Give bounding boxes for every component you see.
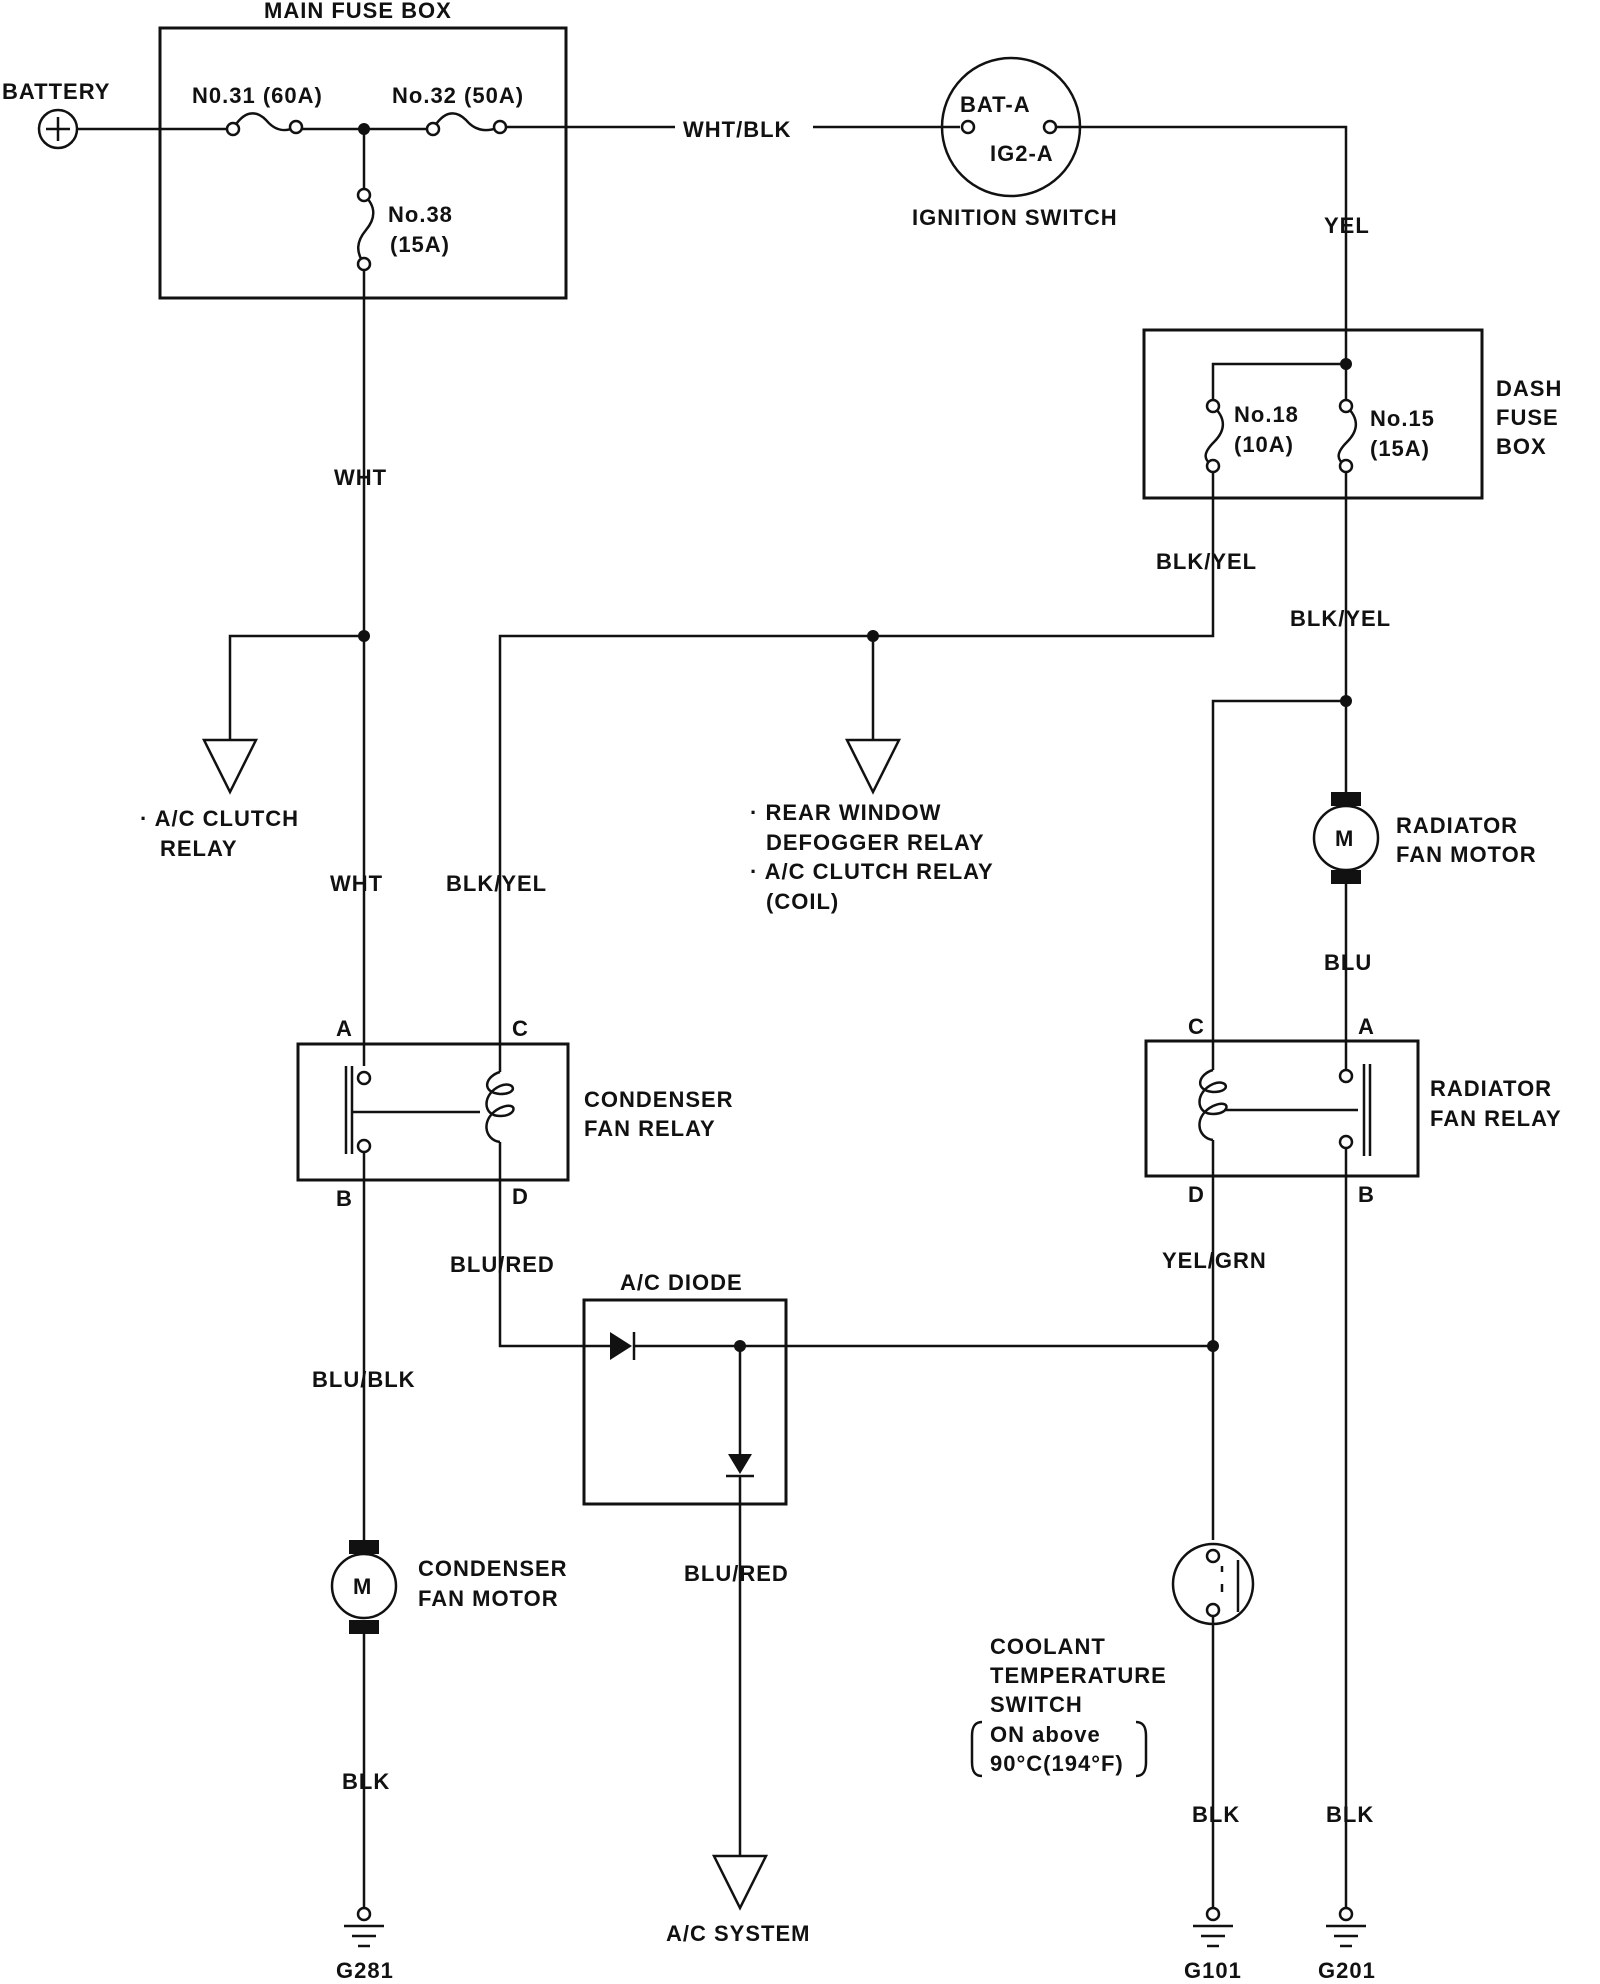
condenser-fan-relay: A C B D CONDENSER FAN RELAY [296, 1016, 734, 1211]
radiator-relay-pin-b: B [1358, 1182, 1375, 1207]
fuse-18-number: No.18 [1234, 402, 1299, 427]
diode-downward-icon [728, 1454, 752, 1474]
radiator-fan-motor-icon [1312, 804, 1380, 872]
wire-label-blu-red-relay: BLU/RED [450, 1252, 555, 1277]
radiator-relay-coil [1198, 1068, 1228, 1142]
battery: BATTERY [2, 79, 110, 150]
condenser-relay-pin-d: D [512, 1184, 529, 1209]
rear-window-line-1: · REAR WINDOW [750, 800, 941, 825]
condenser-fan-motor-icon [330, 1552, 398, 1620]
ground-g101-label: G101 [1184, 1958, 1242, 1983]
condenser-relay-pin-c: C [512, 1016, 529, 1041]
radiator-relay-pin-c: C [1188, 1014, 1205, 1039]
coolant-temperature-switch: COOLANT TEMPERATURE SWITCH ON above 90°C… [970, 1542, 1255, 1778]
ac-diode: A/C DIODE [582, 1270, 1213, 1506]
fuse-15 [1337, 398, 1358, 474]
coolant-switch-line-2: TEMPERATURE [990, 1663, 1167, 1688]
condenser-relay-coil [485, 1070, 515, 1144]
coolant-bracket-right [1135, 1720, 1148, 1778]
dash-fuse-box-frame [1142, 328, 1484, 500]
main-fuse-box: MAIN FUSE BOX N0.31 (60A) No.32 (50A) No… [158, 0, 568, 300]
wire-label-blk-yel-dash-left: BLK/YEL [1156, 549, 1257, 574]
condenser-fan-motor-line-2: FAN MOTOR [418, 1586, 559, 1611]
radiator-fan-relay: C A D B RADIATOR FAN RELAY [1144, 1014, 1562, 1207]
wire-label-wht-blk: WHT/BLK [683, 117, 791, 142]
ground-g101: G101 [1184, 1906, 1242, 1983]
radiator-fan-relay-line-2: FAN RELAY [1430, 1106, 1562, 1131]
dash-fuse-box: DASH FUSE BOX No.18 (10A) No.15 (15A) [1142, 328, 1562, 500]
condenser-fan-motor-symbol: M [353, 1574, 372, 1599]
condenser-fan-relay-line-1: CONDENSER [584, 1087, 734, 1112]
radiator-fan-motor-symbol: M [1335, 826, 1354, 851]
wire-label-blk-yel-dash-right: BLK/YEL [1290, 606, 1391, 631]
radiator-fan-motor-line-2: FAN MOTOR [1396, 842, 1537, 867]
wire-label-wht-upper: WHT [334, 465, 387, 490]
ac-diode-title: A/C DIODE [620, 1270, 743, 1295]
wire-label-blk-g201: BLK [1326, 1802, 1374, 1827]
wire-label-blu: BLU [1324, 950, 1372, 975]
wire-label-wht-lower: WHT [330, 871, 383, 896]
rear-window-line-4: (COIL) [766, 889, 839, 914]
ac-clutch-relay-arrow-icon [201, 738, 259, 795]
condenser-relay-pin-a: A [336, 1016, 353, 1041]
fuse-32 [425, 112, 508, 137]
fuse-32-label: No.32 (50A) [392, 83, 524, 108]
ground-g281-label: G281 [336, 1958, 394, 1983]
battery-label: BATTERY [2, 79, 110, 104]
coolant-switch-line-4: ON above [990, 1722, 1101, 1747]
ac-system-arrow-icon [711, 1854, 769, 1911]
wire-label-blk-yel-condenser: BLK/YEL [446, 871, 547, 896]
ground-g201-label: G201 [1318, 1958, 1376, 1983]
fuse-15-amperage: (15A) [1370, 436, 1430, 461]
fuse-38-amperage: (15A) [390, 232, 450, 257]
ignition-terminal-ig2-a: IG2-A [990, 141, 1054, 166]
rear-window-line-3: · A/C CLUTCH RELAY [750, 859, 994, 884]
dash-fuse-box-title-2: FUSE [1496, 405, 1559, 430]
coolant-switch-line-3: SWITCH [990, 1692, 1083, 1717]
ac-system-label: A/C SYSTEM [666, 1921, 810, 1946]
ignition-switch-label: IGNITION SWITCH [912, 205, 1118, 230]
ground-g201: G201 [1318, 1906, 1376, 1983]
fuse-38 [356, 187, 375, 272]
condenser-fan-relay-line-2: FAN RELAY [584, 1116, 716, 1141]
diode-forward-icon [610, 1332, 632, 1360]
fuse-38-number: No.38 [388, 202, 453, 227]
rear-window-defogger-arrow-icon [844, 738, 902, 795]
radiator-fan-relay-line-1: RADIATOR [1430, 1076, 1552, 1101]
wire-label-yel-grn: YEL/GRN [1162, 1248, 1267, 1273]
ignition-terminal-bat-a: BAT-A [960, 92, 1031, 117]
coolant-bracket-left [970, 1720, 983, 1778]
wire-label-blu-blk: BLU/BLK [312, 1367, 416, 1392]
fuse-31-label: N0.31 (60A) [192, 83, 323, 108]
wire-label-yel: YEL [1324, 213, 1370, 238]
dash-fuse-box-title-1: DASH [1496, 376, 1562, 401]
fuse-18 [1204, 398, 1225, 474]
radiator-relay-pin-d: D [1188, 1182, 1205, 1207]
main-fuse-box-title: MAIN FUSE BOX [264, 0, 452, 23]
wire-label-blk-g101: BLK [1192, 1802, 1240, 1827]
dash-fuse-box-title-3: BOX [1496, 434, 1547, 459]
condenser-fan-motor: M CONDENSER FAN MOTOR [330, 1540, 568, 1634]
wire-label-blu-red-ac: BLU/RED [684, 1561, 789, 1586]
radiator-relay-pin-a: A [1358, 1014, 1375, 1039]
coolant-switch-line-1: COOLANT [990, 1634, 1106, 1659]
fuse-31 [225, 112, 304, 137]
fuse-15-number: No.15 [1370, 406, 1435, 431]
condenser-fan-relay-frame [296, 1042, 570, 1182]
ac-diode-frame [582, 1298, 788, 1506]
ac-clutch-relay-line-2: RELAY [160, 836, 238, 861]
ignition-switch: BAT-A IG2-A IGNITION SWITCH [912, 56, 1118, 230]
ground-g281: G281 [336, 1906, 394, 1983]
radiator-fan-motor: M RADIATOR FAN MOTOR [1312, 792, 1537, 884]
fuse-18-amperage: (10A) [1234, 432, 1294, 457]
rear-window-line-2: DEFOGGER RELAY [766, 830, 985, 855]
radiator-fan-relay-frame [1144, 1039, 1420, 1178]
wire-label-blk-g281: BLK [342, 1769, 390, 1794]
ac-clutch-relay-line-1: · A/C CLUTCH [140, 806, 299, 831]
condenser-fan-motor-line-1: CONDENSER [418, 1556, 568, 1581]
coolant-switch-line-5: 90°C(194°F) [990, 1751, 1124, 1776]
condenser-relay-pin-b: B [336, 1186, 353, 1211]
radiator-fan-motor-line-1: RADIATOR [1396, 813, 1518, 838]
